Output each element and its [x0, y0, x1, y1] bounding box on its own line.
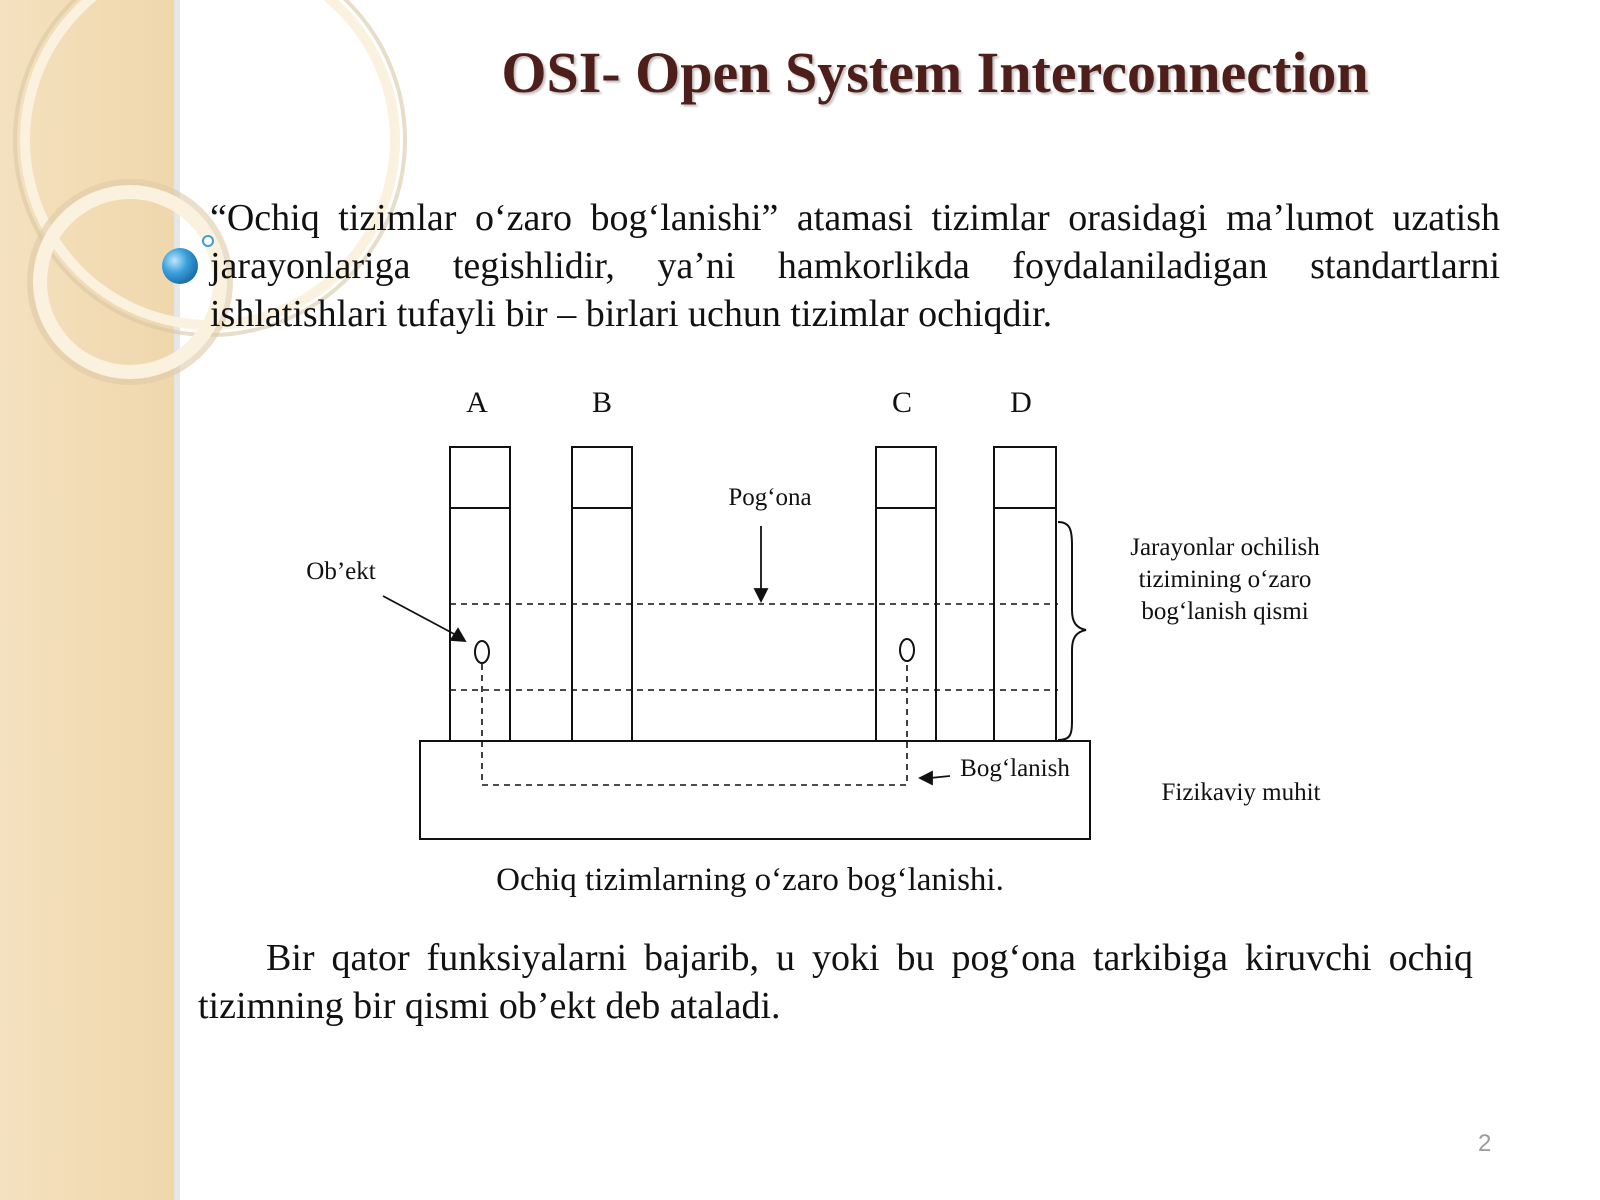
- physical-medium-label: Fizikaviy muhit: [1161, 779, 1320, 806]
- system-label-c: C: [892, 386, 912, 419]
- system-column-d: [993, 446, 1057, 742]
- object-pointer-line: [382, 595, 457, 636]
- system-column-a: [449, 446, 511, 742]
- definition-paragraph: Bir qator funksiyalarni bajarib, u yoki …: [198, 937, 1473, 1027]
- decor-ring-small: [33, 185, 227, 379]
- connection-pointer-line: [929, 775, 951, 779]
- object-c-marker: [899, 638, 915, 662]
- system-label-a: A: [466, 386, 488, 419]
- bullet-icon: [162, 248, 198, 284]
- object-pointer-arrowhead: [449, 627, 467, 643]
- system-column-b: [571, 446, 633, 742]
- slide-title: OSI- Open System Interconnection: [501, 40, 1369, 105]
- connection-label: Bog‘lanish: [960, 755, 1070, 782]
- layer-label: Pog‘ona: [728, 484, 811, 511]
- interconnection-label-line-3: bog‘lanish qismi: [1141, 598, 1308, 625]
- page-number: 2: [1478, 1130, 1492, 1157]
- intro-paragraph: “Ochiq tizimlar o‘zaro bog‘lanishi” atam…: [210, 197, 1500, 335]
- decor-ring-small-shadow: [27, 179, 233, 385]
- system-label-d: D: [1010, 386, 1032, 419]
- interconnection-label-line-2: tizimining o‘zaro: [1139, 566, 1312, 593]
- diagram-caption: Ochiq tizimlarning o‘zaro bog‘lanishi.: [496, 862, 1004, 898]
- system-column-c: [875, 446, 937, 742]
- physical-medium-box: [419, 740, 1091, 840]
- connection-path: [481, 664, 908, 786]
- interconnection-label-line-1: Jarayonlar ochilish: [1130, 534, 1320, 561]
- object-label: Ob’ekt: [306, 558, 375, 585]
- object-a-marker: [474, 640, 490, 664]
- layer-pointer-arrowhead: [753, 588, 769, 604]
- system-label-b: B: [592, 386, 612, 419]
- bullet-small-icon: [202, 235, 214, 247]
- connection-pointer-arrowhead: [917, 770, 933, 786]
- interconnection-brace: [1057, 521, 1087, 741]
- sidebar-edge: [174, 0, 180, 1200]
